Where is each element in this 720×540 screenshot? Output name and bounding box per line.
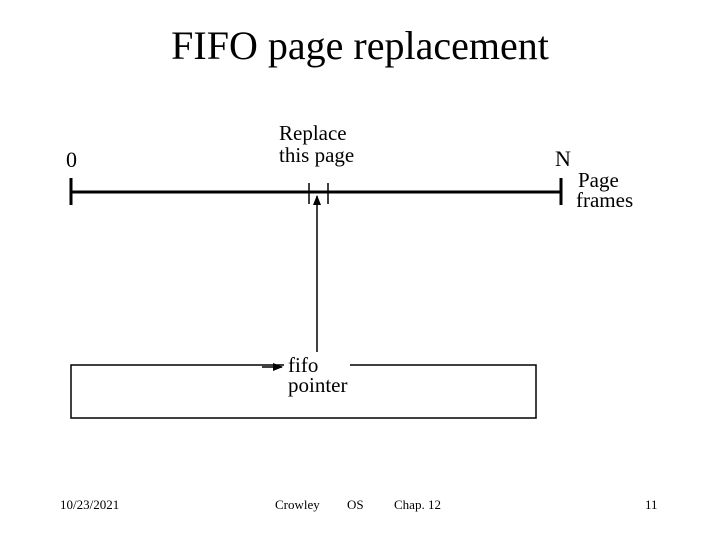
label-frames-line1: Page xyxy=(578,168,619,192)
slide-title: FIFO page replacement xyxy=(171,23,549,68)
label-pointer-line1: fifo xyxy=(288,353,318,377)
label-end: N xyxy=(555,146,571,171)
label-pointer-line2: pointer xyxy=(288,373,347,397)
label-frames-line2: frames xyxy=(576,188,633,212)
footer-date: 10/23/2021 xyxy=(60,497,120,512)
footer-chapter: Chap. 12 xyxy=(394,497,441,512)
label-start: 0 xyxy=(66,147,77,172)
footer-author: Crowley xyxy=(275,497,320,512)
pointer-label-backdrop xyxy=(284,352,350,396)
footer-page-number: 11 xyxy=(645,497,658,512)
footer-course: OS xyxy=(347,497,364,512)
label-replace-line1: Replace xyxy=(279,121,347,145)
label-replace-line2: this page xyxy=(279,143,354,167)
